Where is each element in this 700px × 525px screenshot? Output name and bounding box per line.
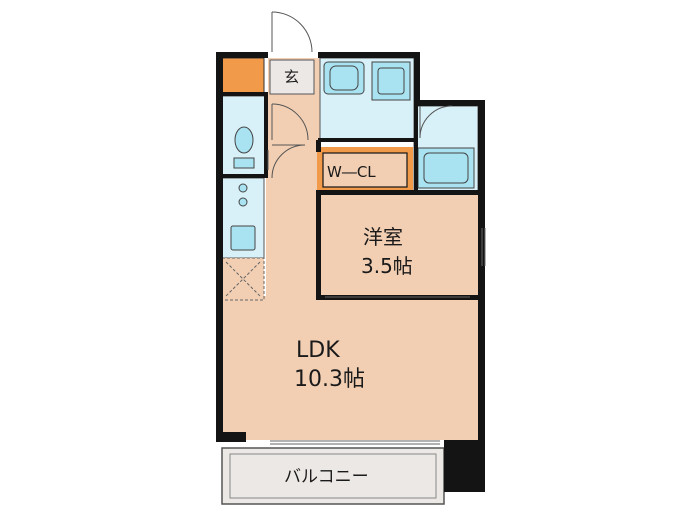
doors xyxy=(267,11,453,179)
genkan-label: 玄 xyxy=(284,68,299,86)
stove-burner-icon xyxy=(238,183,248,193)
stove-burner-icon xyxy=(238,197,248,207)
wcl-label: W―CL xyxy=(327,163,376,181)
fridge-cross-2 xyxy=(225,261,261,297)
ldk-name: LDK xyxy=(296,338,340,363)
shoe-storage xyxy=(221,57,265,95)
ldk-size: 10.3帖 xyxy=(294,367,365,392)
wcl-floor xyxy=(320,150,410,192)
basin-inner xyxy=(377,67,405,95)
kitchen-sink-icon xyxy=(230,225,256,251)
western-room-name: 洋室 xyxy=(363,225,403,249)
fridge-cross-1 xyxy=(225,261,261,297)
western-room-floor xyxy=(320,192,478,296)
windows xyxy=(270,228,486,445)
washer-inner xyxy=(329,65,359,91)
bathtub-inner xyxy=(423,152,469,184)
western-room-size: 3.5帖 xyxy=(361,254,413,278)
fridge-space xyxy=(221,257,265,301)
entrance-step xyxy=(269,59,315,95)
toilet-bowl-icon xyxy=(234,126,254,154)
toilet-tank-icon xyxy=(233,157,255,169)
ldk-floor xyxy=(266,178,320,296)
wcl-closet-inner xyxy=(322,152,408,188)
balcony-inner xyxy=(229,453,437,499)
ldk-floor-main xyxy=(222,296,478,440)
balcony-label: バルコニー xyxy=(284,467,369,487)
